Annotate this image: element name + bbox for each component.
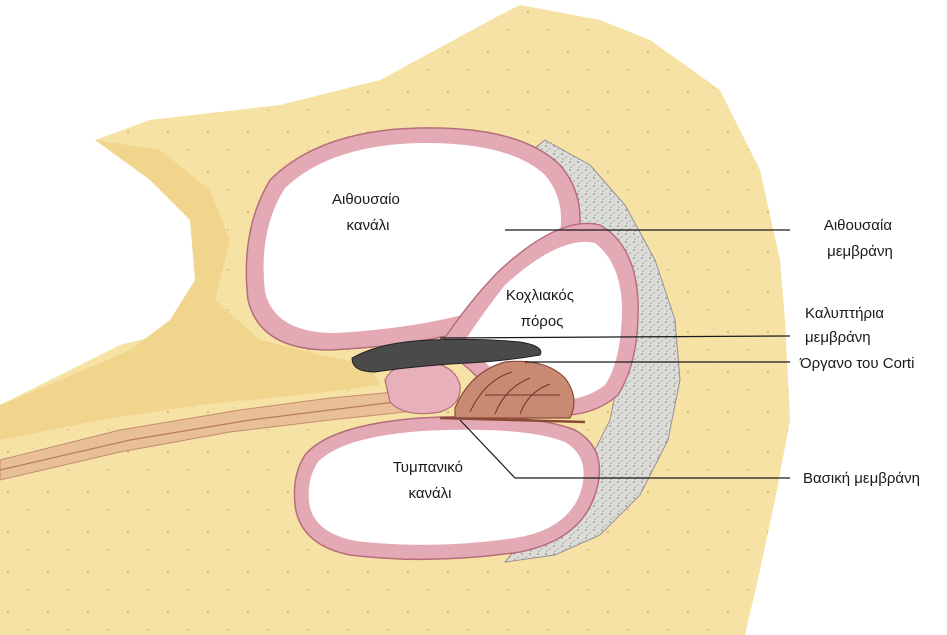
organ-of-corti-label: Όργανο του Corti (799, 355, 914, 372)
vestibular-membrane-label: Αιθουσαία μεμβράνη (824, 217, 896, 260)
basilar-membrane-label: Βασική μεμβράνη (803, 470, 920, 487)
tectorial-membrane-label: Καλυπτήρια μεμβράνη (805, 305, 888, 346)
